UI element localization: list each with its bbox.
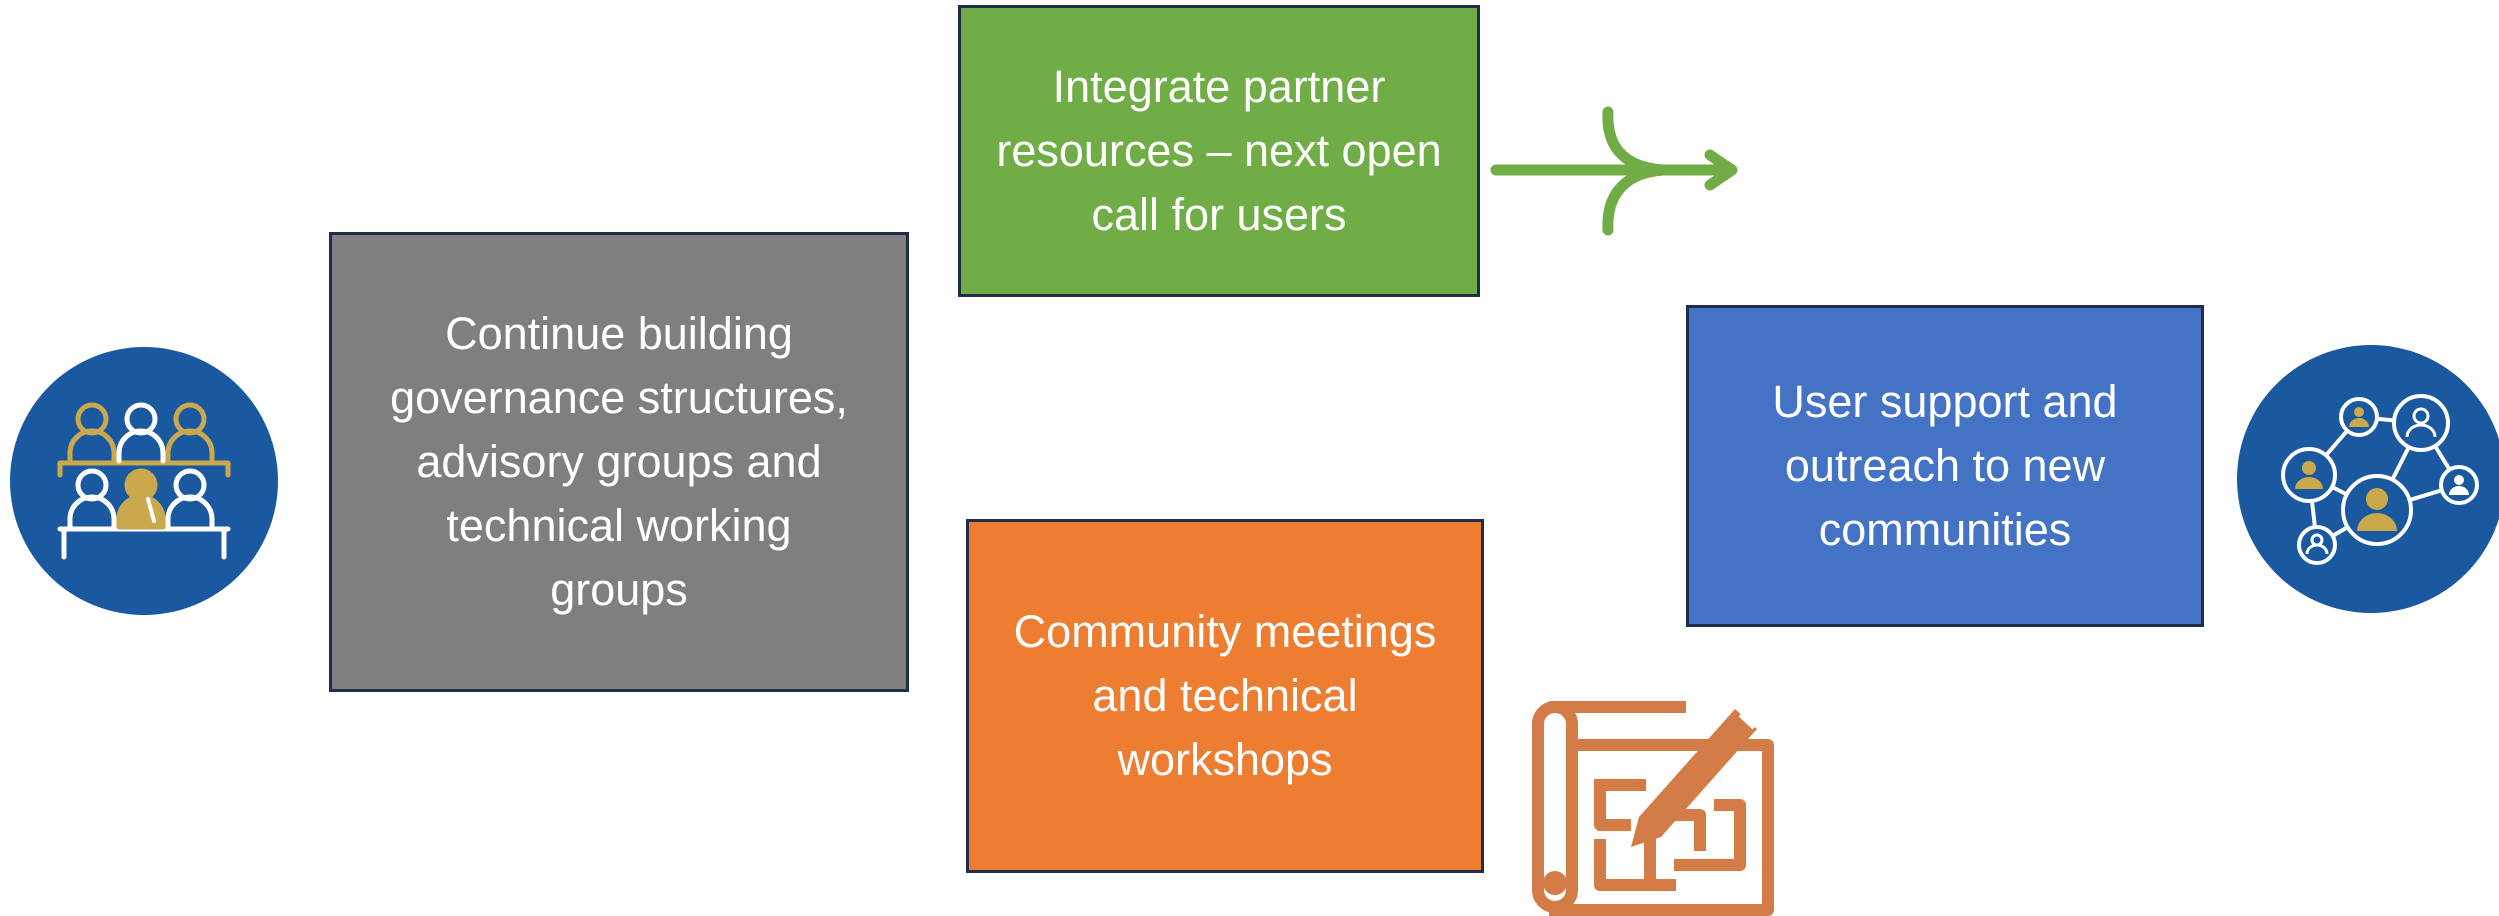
community-text: Community meetings and technical worksho… <box>1013 606 1437 785</box>
community-meetings-box: Community meetings and technical worksho… <box>966 519 1484 873</box>
merge-arrow-icon <box>1488 100 1748 245</box>
user-network-icon <box>2237 345 2499 613</box>
support-text: User support and outreach to new communi… <box>1772 376 2118 555</box>
integrate-resources-box: Integrate partner resources – next open … <box>958 5 1480 297</box>
governance-text: Continue building governance structures,… <box>390 308 848 615</box>
governance-box: Continue building governance structures,… <box>329 232 909 692</box>
integrate-text: Integrate partner resources – next open … <box>996 61 1442 240</box>
user-support-box: User support and outreach to new communi… <box>1686 305 2204 627</box>
blueprint-pencil-icon <box>1530 695 1780 916</box>
meeting-audience-icon <box>10 347 278 615</box>
